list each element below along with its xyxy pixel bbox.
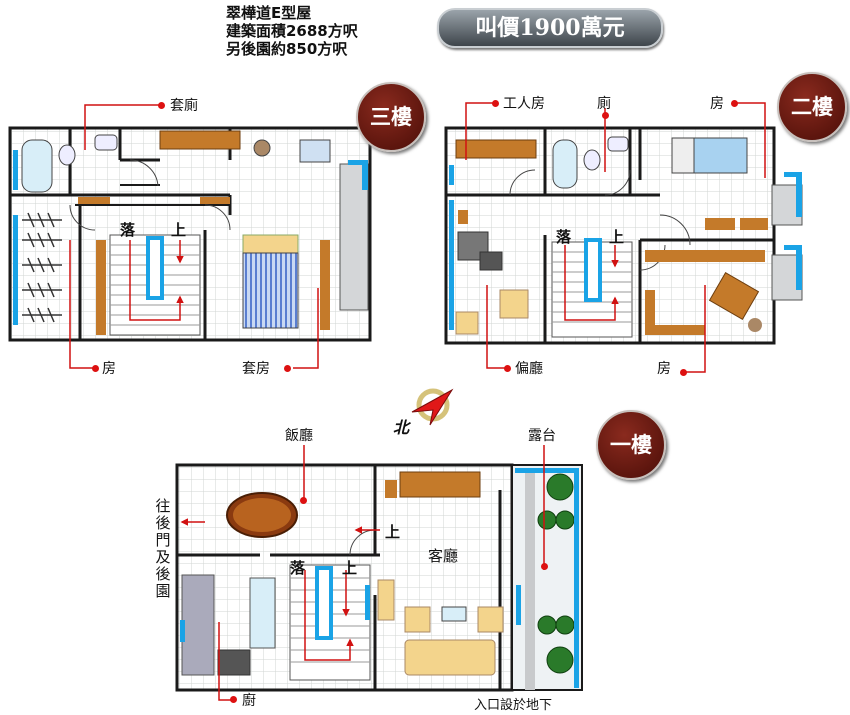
third-floor-badge: 三樓: [356, 82, 426, 152]
label-side-hall: 偏廳: [515, 361, 543, 377]
leader-dot: [158, 102, 165, 109]
building-area: 建築面積2688方呎: [226, 22, 358, 40]
stair-down-label: 落: [120, 221, 136, 239]
leader-dot: [680, 369, 687, 376]
stair-down-label: 落: [290, 559, 306, 577]
second-floor-plan: [444, 102, 803, 373]
leader-dot: [541, 563, 548, 570]
leader-dot: [284, 365, 291, 372]
label-rear-door: 往後門及後園: [155, 497, 171, 600]
stair-up-label-2: 上: [385, 523, 401, 541]
stair-down-label: 落: [556, 228, 572, 246]
label-room: 房: [102, 361, 116, 377]
label-room-top: 房: [710, 96, 724, 112]
label-toilet: 廁: [597, 96, 611, 112]
leader-dot: [300, 497, 307, 504]
leader-dot: [504, 365, 511, 372]
stair-up-label: 上: [171, 221, 187, 239]
property-info: 翠樺道E型屋 建築面積2688方呎 另後園約850方呎: [226, 4, 358, 58]
leader-dot: [492, 100, 499, 107]
asking-price-badge: 叫價1900萬元: [437, 8, 663, 48]
garden-area: 另後園約850方呎: [226, 40, 348, 58]
first-floor-badge: 一樓: [596, 410, 666, 480]
property-name: 翠樺道E型屋: [226, 4, 312, 22]
leader-dot: [602, 112, 609, 119]
leader-dot: [92, 365, 99, 372]
label-ensuite-bath: 套廁: [170, 98, 198, 114]
second-floor-badge: 二樓: [777, 72, 847, 142]
first-floor-plan: [175, 445, 583, 701]
north-label: 北: [393, 418, 410, 437]
label-terrace: 露台: [528, 428, 556, 444]
north-compass: [411, 388, 454, 426]
label-room-bottom: 房: [657, 361, 671, 377]
label-living: 客廳: [428, 547, 459, 565]
third-floor-plan: [8, 104, 372, 369]
label-kitchen: 廚: [242, 693, 256, 709]
label-maid-room: 工人房: [503, 96, 545, 112]
label-master-room: 套房: [242, 361, 270, 377]
stair-up-label: 上: [609, 228, 625, 246]
entrance-note: 入口設於地下: [474, 698, 553, 713]
stair-up-label: 上: [342, 559, 358, 577]
leader-dot: [731, 100, 738, 107]
leader-dot: [230, 696, 237, 703]
label-dining: 飯廳: [285, 428, 313, 444]
